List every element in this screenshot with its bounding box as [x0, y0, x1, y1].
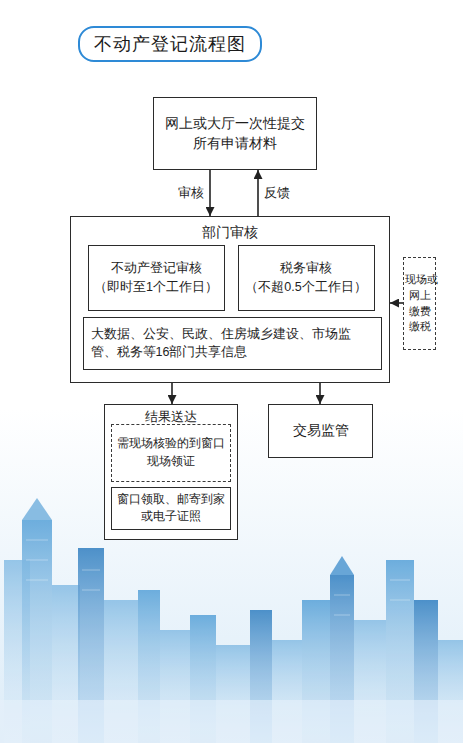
flow-arrow [209, 170, 211, 216]
node-text: 不动产登记审核 （即时至1个工作日） [91, 259, 221, 295]
delivery-group: 结果送达需现场核验的到窗口 现场领证窗口领取、邮寄到家 或电子证照 [104, 404, 238, 540]
node-text: 大数据、公安、民政、住房城乡建设、市场监管、税务等16部门共享信息 [91, 325, 374, 361]
info-box: 大数据、公安、民政、住房城乡建设、市场监管、税务等16部门共享信息 [83, 317, 382, 370]
process-box: 不动产登记审核 （即时至1个工作日） [88, 245, 225, 311]
review-group: 部门审核不动产登记审核 （即时至1个工作日） 税务审核 （不超0.5个工作日） 大数… [70, 216, 390, 383]
diagram-title: 不动产登记流程图 [94, 32, 246, 56]
node-text: 窗口领取、邮寄到家 或电子证照 [113, 491, 229, 526]
node-text: 税务审核 （不超0.5个工作日） [241, 259, 371, 295]
flow-arrow [319, 383, 321, 404]
node-text: 需现场核验的到窗口 现场领证 [113, 435, 229, 470]
group-heading: 部门审核 [71, 217, 389, 243]
payment-box: 现场或 网上 缴费 缴税 [403, 257, 436, 350]
flow-arrow [257, 170, 259, 216]
edge-label: 审核 [178, 184, 204, 202]
process-box: 需现场核验的到窗口 现场领证 [111, 424, 231, 482]
edge-label: 反馈 [264, 184, 290, 202]
flow-arrow [390, 302, 403, 304]
process-box: 税务审核 （不超0.5个工作日） [238, 245, 375, 311]
title-frame: 不动产登记流程图 [78, 26, 262, 62]
node-text: 网上或大厅一次性提交 所有申请材料 [160, 114, 310, 153]
node-text: 交易监管 [271, 421, 371, 441]
submit-box: 网上或大厅一次性提交 所有申请材料 [153, 97, 317, 170]
node-text: 现场或 网上 缴费 缴税 [405, 272, 435, 336]
process-box: 窗口领取、邮寄到家 或电子证照 [111, 487, 231, 530]
flow-arrow [171, 383, 173, 404]
process-box: 交易监管 [268, 404, 373, 458]
